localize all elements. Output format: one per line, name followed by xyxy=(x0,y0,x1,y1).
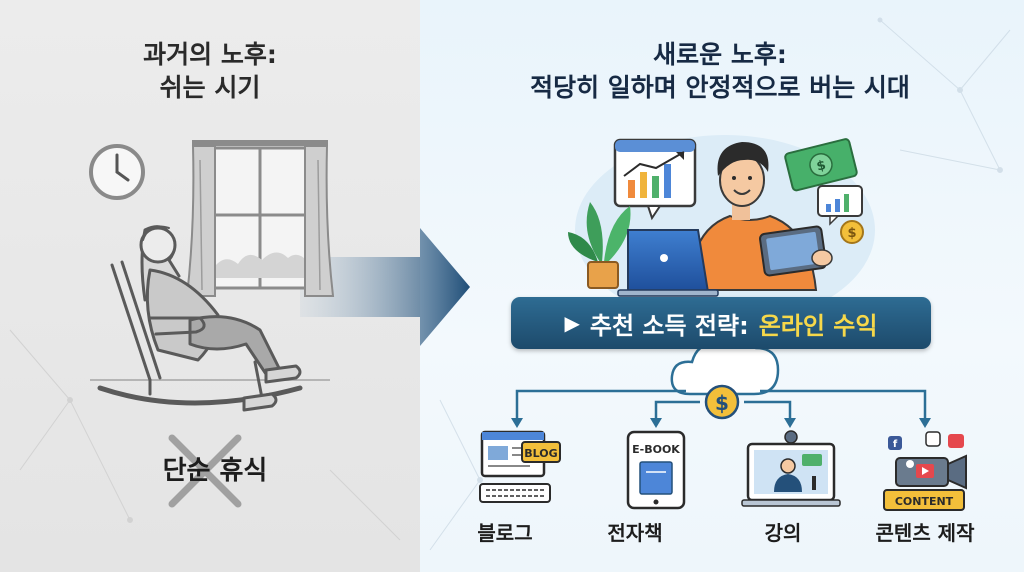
new-title-line1: 새로운 노후: xyxy=(653,40,787,69)
network-pattern xyxy=(429,17,1011,551)
method-label-ebook: 전자책 xyxy=(607,521,663,545)
cloud-money-icon: $ xyxy=(670,336,780,420)
svg-text:$: $ xyxy=(815,158,827,175)
tablet-icon xyxy=(759,225,833,277)
ebook-icon: E-BOOK xyxy=(626,430,686,510)
rocking-chair-elder xyxy=(97,225,303,412)
new-title-line2: 적당히 일하며 안정적으로 버는 시대 xyxy=(530,73,910,102)
past-title-line1: 과거의 노후: xyxy=(143,40,277,69)
coin-icon: $ xyxy=(840,220,864,244)
transition-arrow xyxy=(300,228,470,346)
lecture-icon xyxy=(741,430,841,507)
laptop-icon xyxy=(617,229,719,297)
method-label-lecture: 강의 xyxy=(764,521,802,545)
mini-chart-icon xyxy=(817,185,863,226)
window-icon xyxy=(185,140,335,297)
distribution-connectors xyxy=(515,389,927,420)
past-retirement-title: 과거의 노후: 쉬는 시기 xyxy=(60,38,360,104)
money-bill-icon: $ xyxy=(784,138,858,192)
income-strategy-banner: ▶ 추천 소득 전략: 온라인 수익 xyxy=(511,297,931,349)
content-tag: CONTENT xyxy=(895,495,954,508)
simple-rest-label: 단순 휴식 xyxy=(162,456,268,486)
crossed-out-mark xyxy=(168,434,242,508)
network-pattern-left xyxy=(9,329,401,541)
new-retirement-title: 새로운 노후: 적당히 일하며 안정적으로 버는 시대 xyxy=(440,38,1000,104)
blog-tag: BLOG xyxy=(524,447,557,460)
coin-symbol: $ xyxy=(715,391,729,415)
svg-text:f: f xyxy=(893,439,898,450)
method-label-content: 콘텐츠 제작 xyxy=(875,521,975,545)
chart-bubble-icon xyxy=(613,138,697,221)
clock-icon xyxy=(89,144,145,200)
connector-arrowheads xyxy=(511,418,931,428)
banner-prefix: 추천 소득 전략: xyxy=(589,311,749,340)
past-title-line2: 쉬는 시기 xyxy=(159,73,261,102)
svg-text:$: $ xyxy=(847,226,856,241)
play-triangle-icon: ▶ xyxy=(564,311,580,335)
content-icon: f CONTENT xyxy=(883,431,967,511)
blog-icon: BLOG xyxy=(479,430,561,503)
plant-icon xyxy=(568,202,631,289)
banner-highlight: 온라인 수익 xyxy=(758,311,878,340)
method-label-blog: 블로그 xyxy=(477,521,533,545)
ebook-tag: E-BOOK xyxy=(632,443,680,456)
